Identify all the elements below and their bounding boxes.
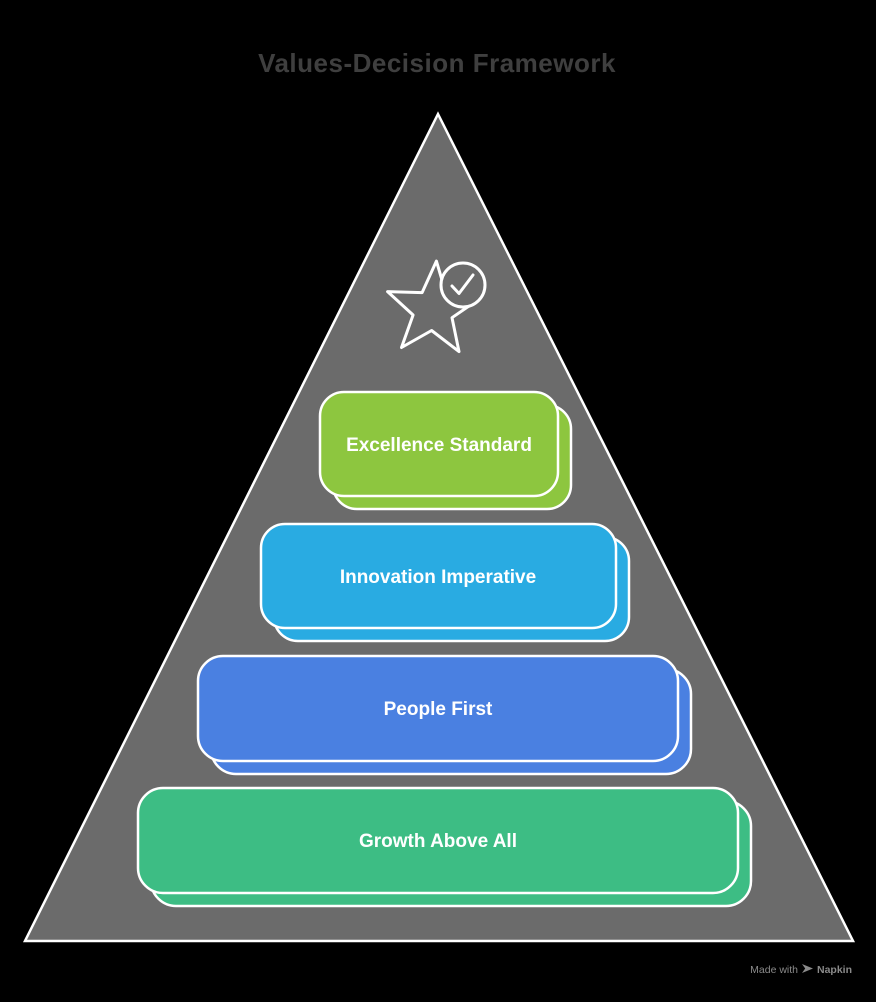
level-3-box [196,654,680,763]
level-1-box [318,390,560,498]
level-1-label: Excellence Standard [346,435,532,456]
check-badge-circle [439,261,487,309]
level-4-box [136,786,740,895]
check-mark [450,273,475,295]
pyramid-level-3: People First [196,654,693,776]
pyramid-level-2: Innovation Imperative [259,522,631,643]
level-2-box [259,522,618,630]
level-2-label: Innovation Imperative [340,567,536,588]
pyramid-level-1: Excellence Standard [318,390,573,511]
napkin-logo-icon [802,964,813,973]
level-3-label: People First [384,699,493,720]
pyramid-level-4: Growth Above All [136,786,753,908]
made-with-text: Made with [750,964,798,976]
diagram-title: Values-Decision Framework [258,48,616,78]
star-check-icon [386,259,487,354]
brand-text: Napkin [817,964,852,976]
level-4-label: Growth Above All [359,831,517,852]
footer-branding: Made with Napkin [750,964,852,976]
